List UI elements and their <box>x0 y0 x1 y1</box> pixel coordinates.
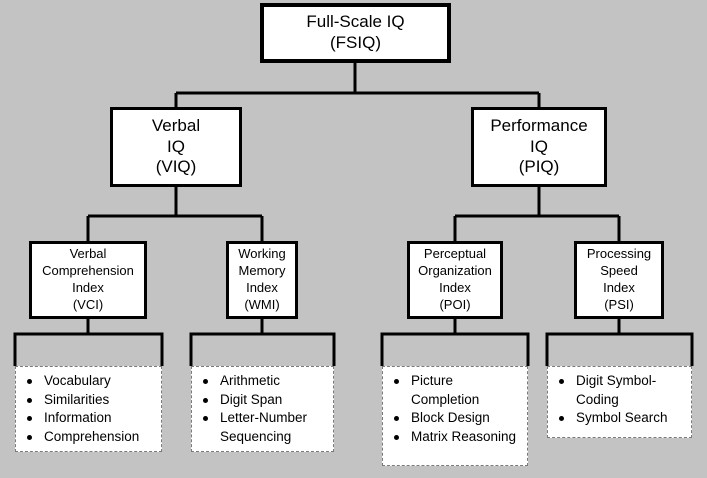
fsiq-box: Full-Scale IQ (FSIQ) <box>260 3 451 63</box>
list-item: Letter-Number Sequencing <box>200 409 327 446</box>
wmi-line-1: Working <box>238 246 286 262</box>
list-item: Comprehension <box>24 428 155 447</box>
piq-box: Performance IQ (PIQ) <box>471 107 607 187</box>
list-item: Information <box>24 409 155 428</box>
psi-line-1: Processing <box>586 246 652 262</box>
viq-line-1: Verbal <box>151 115 201 135</box>
vci-line-3: Index <box>72 280 104 295</box>
viq-line-2: IQ <box>167 136 185 156</box>
list-item: Digit Span <box>200 391 327 410</box>
bracket-psi <box>545 332 694 366</box>
list-item: Picture Completion <box>391 372 521 409</box>
poi-line-4: (POI) <box>439 296 471 312</box>
viq-box: Verbal IQ (VIQ) <box>110 107 242 187</box>
poi-subtest-list: Picture Completion Block Design Matrix R… <box>382 366 528 466</box>
piq-line-3: (PIQ) <box>518 157 560 177</box>
list-item: Arithmetic <box>200 372 327 391</box>
bracket-vci <box>13 332 164 366</box>
vci-box: Verbal Comprehension Index (VCI) <box>29 241 147 319</box>
piq-line-2: IQ <box>530 136 548 156</box>
vci-line-1: Verbal <box>69 246 107 262</box>
bracket-poi <box>380 332 530 366</box>
vci-subtest-list: Vocabulary Similarities Information Comp… <box>15 366 162 452</box>
psi-line-4: (PSI) <box>604 296 634 312</box>
vci-line-4: (VCI) <box>72 296 104 312</box>
list-item: Digit Symbol-Coding <box>556 372 685 409</box>
fsiq-line-2: (FSIQ) <box>330 33 381 52</box>
psi-line-2: Speed <box>600 263 638 279</box>
wmi-subtest-list: Arithmetic Digit Span Letter-Number Sequ… <box>191 366 334 452</box>
psi-subtest-list: Digit Symbol-Coding Symbol Search <box>547 366 692 438</box>
fsiq-line-1: Full-Scale IQ <box>306 12 405 32</box>
psi-box: Processing Speed Index (PSI) <box>574 241 664 319</box>
wmi-line-2: Memory <box>238 263 286 279</box>
list-item: Vocabulary <box>24 372 155 391</box>
poi-line-2: Organization <box>418 263 492 279</box>
list-item: Symbol Search <box>556 409 685 428</box>
poi-line-1: Perceptual <box>423 246 487 262</box>
poi-box: Perceptual Organization Index (POI) <box>407 241 503 319</box>
poi-line-3: Index <box>439 280 471 295</box>
list-item: Matrix Reasoning <box>391 428 521 447</box>
vci-line-2: Comprehension <box>42 263 134 279</box>
wmi-line-4: (WMI) <box>244 296 280 312</box>
list-item: Block Design <box>391 409 521 428</box>
bracket-wmi <box>189 332 336 366</box>
list-item: Similarities <box>24 391 155 410</box>
piq-line-1: Performance <box>490 115 588 135</box>
wmi-line-3: Index <box>246 280 278 295</box>
wmi-box: Working Memory Index (WMI) <box>226 241 298 319</box>
psi-line-3: Index <box>603 280 635 295</box>
viq-line-3: (VIQ) <box>155 157 197 177</box>
